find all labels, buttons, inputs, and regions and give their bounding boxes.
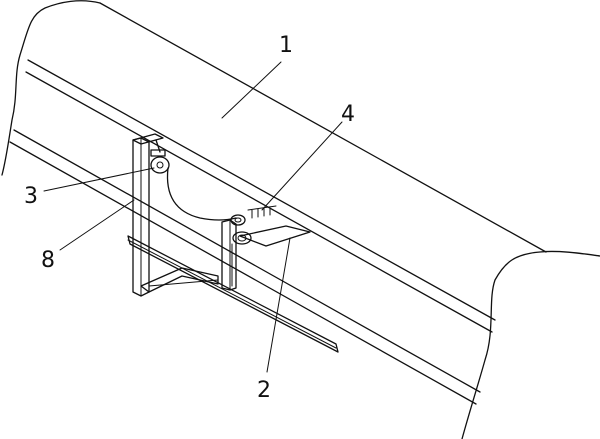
leader-lines [43,61,343,373]
clamp-eye-inner [234,217,242,223]
leader-line-4 [261,121,343,211]
base-rail-body [127,235,339,353]
base-rail [127,235,339,353]
callout-label-8: 8 [41,248,55,273]
slider-plate [239,225,311,247]
beam-lower-edge-1 [13,129,481,393]
bracket-frame-8 [132,133,219,297]
clamp-eye [230,214,246,226]
bracket-top-arm [132,133,164,145]
pulley-mount [150,149,166,157]
bracket-lower-arm [140,267,219,293]
callout-label-4: 4 [341,102,355,127]
beam-left-break-line [1,0,101,176]
clamp-post [221,219,237,291]
leader-line-1 [221,61,282,119]
leader-line-2 [266,237,291,373]
bracket-lower-arm-edge [148,279,219,287]
pulley-wheel [150,156,170,174]
leader-line-3 [43,167,155,192]
slider-knob-inner [237,234,247,242]
beam-lower-edge-2 [9,141,477,405]
cable [166,167,237,221]
beam-right-break-line [461,250,600,439]
base-rail-inner-line [127,239,337,349]
beam-face-line-2 [25,71,493,333]
clamp-4 [221,205,277,291]
pulley-3 [150,139,237,221]
leader-line-8 [59,199,135,251]
callout-label-1: 1 [279,33,293,58]
clamp-comb [247,205,277,219]
slider-knob [232,231,252,245]
callout-label-2: 2 [257,378,271,403]
beam-top-edge [99,2,547,253]
callout-label-3: 3 [24,184,38,209]
beam-face-line-1 [27,59,496,321]
pulley-hub [156,161,164,169]
slider-2 [231,225,311,287]
